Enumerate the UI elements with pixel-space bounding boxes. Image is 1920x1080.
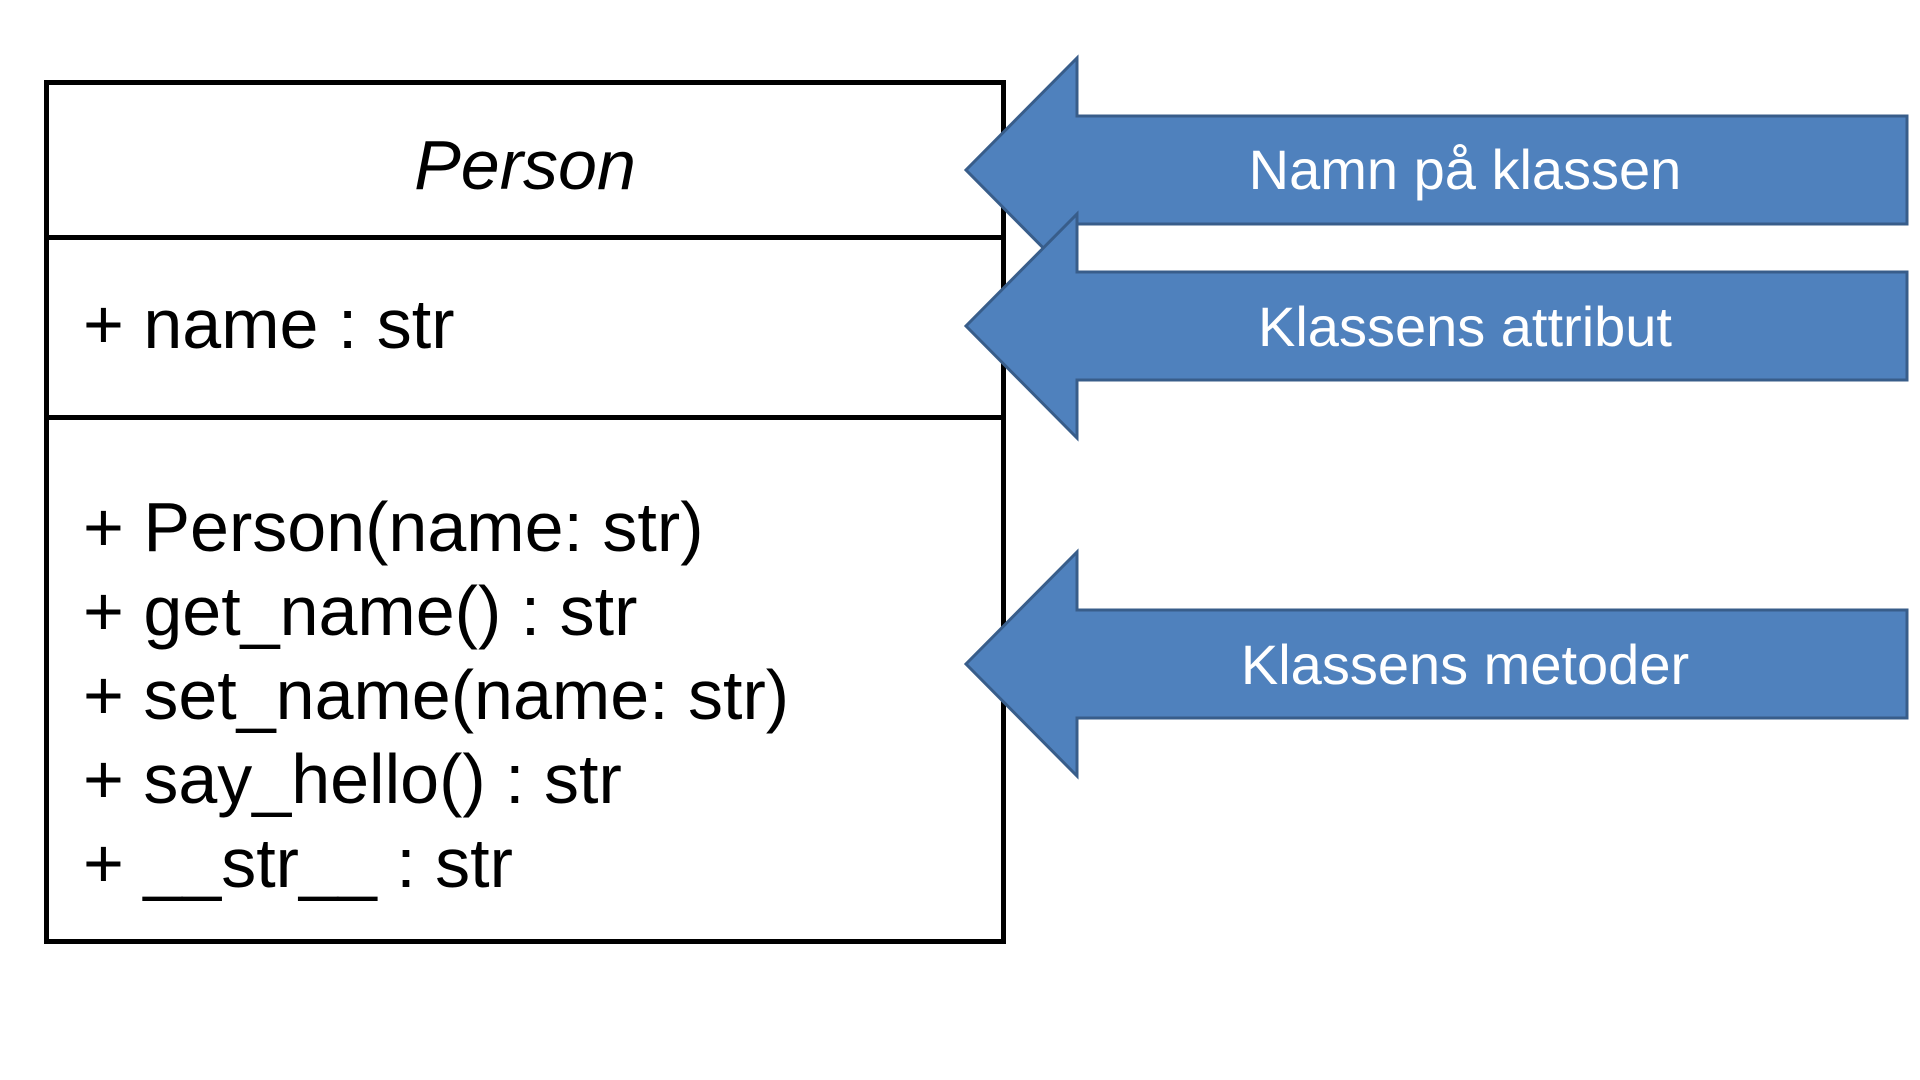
callout-class-name-label: Namn på klassen: [1249, 138, 1682, 201]
method-constructor: + Person(name: str): [83, 488, 704, 566]
callout-attributes: Klassens attribut: [963, 210, 1909, 442]
callout-methods: Klassens metoder: [963, 548, 1909, 780]
attribute-name: + name : str: [83, 285, 455, 363]
callout-class-name: Namn på klassen: [963, 54, 1909, 286]
methods-compartment: + Person(name: str) + get_name() : str +…: [49, 420, 1001, 939]
method-str: + __str__ : str: [83, 824, 513, 902]
method-say-hello: + say_hello() : str: [83, 740, 622, 818]
uml-class-box: Person + name : str + Person(name: str) …: [44, 80, 1006, 944]
callout-methods-label: Klassens metoder: [1241, 633, 1689, 696]
class-name: Person: [414, 126, 636, 204]
class-name-compartment: Person: [49, 85, 1001, 240]
callout-attributes-label: Klassens attribut: [1258, 295, 1672, 358]
left-arrow-icon: [963, 210, 1909, 442]
attributes-compartment: + name : str: [49, 240, 1001, 420]
left-arrow-icon: [963, 548, 1909, 780]
method-list: + Person(name: str) + get_name() : str +…: [83, 485, 789, 905]
method-get-name: + get_name() : str: [83, 572, 638, 650]
left-arrow-icon: [963, 54, 1909, 286]
method-set-name: + set_name(name: str): [83, 656, 790, 734]
